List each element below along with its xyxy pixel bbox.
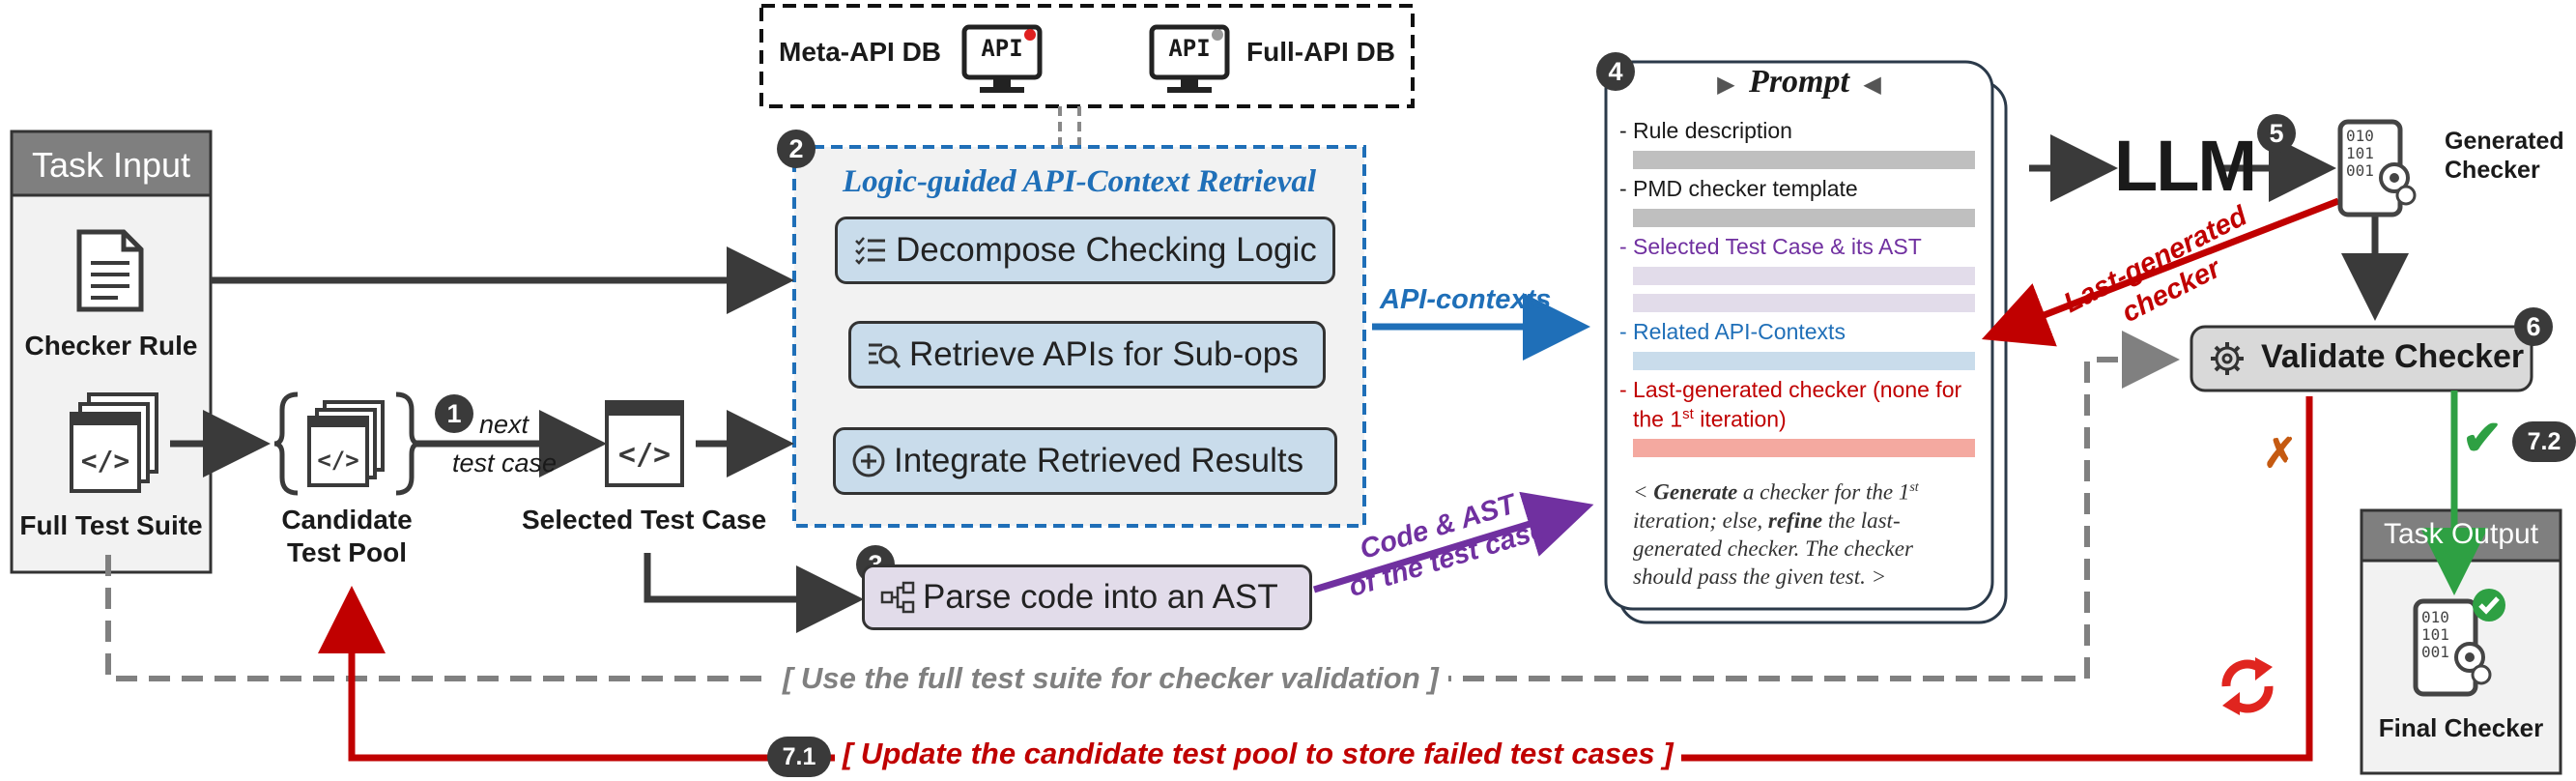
validate-box: [2190, 325, 2533, 392]
prompt-left-triangle-icon: ▶: [1717, 72, 1735, 98]
meta-api-icon-text: API: [981, 35, 1023, 62]
generated-binary-row-1: 010: [2346, 127, 2374, 145]
svg-text:</>: </>: [317, 447, 358, 474]
use-full-suite-label: [ Use the full test suite for checker va…: [773, 661, 1448, 696]
instruction-line2: iteration; else, refine the last-: [1633, 506, 1981, 535]
instruction-l2-c: the last-: [1822, 507, 1901, 533]
decompose-logic-label: Decompose Checking Logic: [896, 231, 1317, 269]
generated-binary-text: 010 101 001: [2346, 128, 2374, 180]
generated-checker-line2: Checker: [2445, 157, 2540, 184]
prompt-title: Prompt: [1749, 64, 1849, 100]
task-input-header: [10, 130, 213, 197]
meta-api-db-label: Meta-API DB: [779, 37, 942, 67]
step-5-badge: 5: [2257, 114, 2296, 153]
step-1-badge: 1: [435, 394, 473, 433]
final-binary-row-3: 001: [2421, 643, 2449, 661]
last-generated-placeholder-bar: [1633, 439, 1975, 457]
generated-checker-line1: Generated: [2445, 128, 2564, 155]
test-case-label: test case: [452, 448, 558, 477]
task-input-title: Task Input: [31, 145, 191, 185]
step-7-1-badge: 7.1: [767, 737, 831, 777]
prompt-pmd-template: - PMD checker template: [1619, 176, 1858, 201]
next-label: next: [479, 410, 530, 439]
parse-ast-step: Parse code into an AST: [862, 564, 1312, 630]
retrieve-apis-step: Retrieve APIs for Sub-ops: [848, 321, 1326, 389]
final-binary-text: 010 101 001: [2421, 609, 2449, 661]
instruction-l2-a: iteration; else,: [1633, 507, 1768, 533]
step-7-2-badge: 7.2: [2512, 421, 2576, 462]
llm-label: LLM: [2114, 126, 2257, 206]
selected-test-case-label: Selected Test Case: [522, 505, 767, 535]
checker-rule-document-icon: [75, 228, 145, 313]
validation-fail-cross: ✗: [2263, 430, 2298, 476]
prompt-selected-test-case: - Selected Test Case & its AST: [1619, 234, 1922, 259]
refresh-cycle-icon: [2211, 650, 2284, 723]
integrate-results-step: Integrate Retrieved Results: [833, 427, 1337, 495]
instruction-line3: generated checker. The checker: [1633, 535, 1913, 561]
selected-placeholder-bar-1: [1633, 267, 1975, 285]
generated-binary-row-2: 101: [2346, 144, 2374, 162]
full-test-suite-code-icon: </>: [68, 390, 160, 497]
meta-api-monitor-icon: API: [960, 23, 1044, 95]
prompt-instruction: < Generate a checker for the 1st iterati…: [1633, 474, 1981, 591]
prompt-last-generated-b: the 1st iteration): [1633, 406, 1787, 433]
prompt-last-b-sup: st: [1682, 406, 1694, 422]
instruction-l1-c: a checker for the 1: [1737, 479, 1910, 505]
decompose-logic-step: Decompose Checking Logic: [835, 217, 1335, 284]
prompt-rule-description: - Rule description: [1619, 118, 1792, 143]
instruction-generate: Generate: [1653, 479, 1738, 505]
validate-gear-icon: [2209, 340, 2246, 377]
prompt-last-generated-a: - Last-generated checker (none for: [1619, 377, 1962, 402]
checker-rule-label: Checker Rule: [24, 331, 198, 361]
api-db-box: [759, 4, 1415, 108]
prompt-last-b-post: iteration): [1693, 406, 1787, 432]
prompt-title-row: ▶ Prompt ◀: [1606, 64, 1992, 108]
step-6-badge: 6: [2514, 307, 2553, 346]
api-contexts-label: API-contexts: [1380, 284, 1552, 315]
validation-pass-check: ✔: [2462, 411, 2503, 465]
template-placeholder-bar: [1633, 209, 1975, 227]
instruction-line4: should pass the given test. >: [1633, 564, 1887, 589]
search-list-icon: [869, 343, 902, 368]
candidate-pool-icon: </>: [273, 390, 420, 497]
generated-binary-row-3: 001: [2346, 161, 2374, 180]
integrate-results-label: Integrate Retrieved Results: [894, 442, 1304, 479]
final-binary-row-2: 101: [2421, 625, 2449, 644]
retrieve-apis-label: Retrieve APIs for Sub-ops: [909, 335, 1299, 373]
validate-checker-label: Validate Checker: [2261, 338, 2525, 375]
svg-text:</>: </>: [81, 445, 130, 477]
instruction-refine: refine: [1767, 507, 1823, 533]
selected-test-case-code-icon: </>: [603, 398, 686, 489]
generated-checker-device-icon: 010 101 001: [2336, 118, 2418, 218]
update-pool-label: [ Update the candidate test pool to stor…: [835, 737, 1681, 771]
prompt-last-b-pre: the 1: [1633, 406, 1683, 432]
full-api-monitor-icon: API: [1148, 23, 1231, 95]
instruction-l1-sup: st: [1909, 480, 1919, 495]
retrieval-title: Logic-guided API-Context Retrieval: [842, 164, 1317, 199]
task-output-title: Task Output: [2383, 518, 2539, 550]
final-checker-label: Final Checker: [2378, 713, 2544, 742]
tree-structure-icon: [880, 581, 915, 614]
full-test-suite-label: Full Test Suite: [19, 510, 203, 540]
instruction-l1-a: <: [1633, 479, 1654, 505]
candidate-pool-line2: Test Pool: [287, 537, 407, 567]
full-api-db-label: Full-API DB: [1246, 37, 1395, 67]
parse-ast-label: Parse code into an AST: [923, 578, 1278, 616]
full-api-icon-text: API: [1168, 35, 1211, 62]
step-2-badge: 2: [777, 130, 816, 168]
rule-placeholder-bar: [1633, 151, 1975, 169]
final-checker-device-icon: 010 101 001: [2412, 588, 2508, 700]
plus-circle-icon: [852, 445, 885, 477]
step-4-badge: 4: [1596, 52, 1635, 91]
svg-text:</>: </>: [618, 438, 671, 472]
prompt-related-api: - Related API-Contexts: [1619, 319, 1846, 344]
selected-placeholder-bar-2: [1633, 294, 1975, 312]
final-binary-row-1: 010: [2421, 608, 2449, 626]
instruction-line1: < Generate a checker for the 1st: [1633, 474, 1981, 506]
checklist-icon: [855, 237, 885, 265]
prompt-right-triangle-icon: ◀: [1863, 72, 1881, 98]
related-placeholder-bar: [1633, 352, 1975, 370]
candidate-pool-line1: Candidate: [281, 505, 413, 535]
